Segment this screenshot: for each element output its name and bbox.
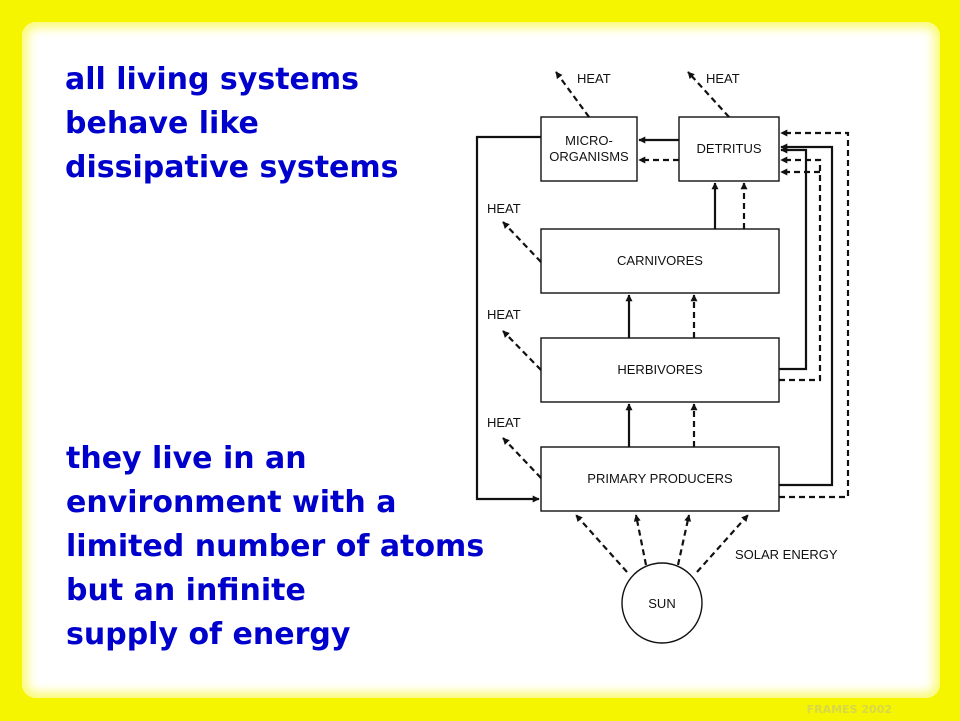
detritus-box: [678, 116, 780, 182]
heat-loss-detritus: [687, 71, 730, 118]
bottom-statement-line: environment with a: [66, 485, 397, 520]
flow-producers-to-detritus: [779, 143, 834, 487]
sun-label: SUN: [648, 596, 675, 611]
carnivores-label: CARNIVORES: [617, 253, 703, 268]
bottom-statement-line: but an infinite: [66, 573, 306, 608]
footer-credit: FRAMES 2002: [806, 703, 892, 716]
top-statement-line: behave like: [65, 106, 259, 141]
energy-herbivores-return: [779, 129, 850, 499]
top-statement-line: all living systems: [65, 62, 360, 97]
top-statement-line: dissipative systems: [65, 150, 399, 185]
bottom-statement-line: they live in an: [66, 441, 307, 476]
primary-producers-box: [540, 446, 780, 512]
heat-loss-carnivores: [502, 221, 542, 263]
heat-label: HEAT: [487, 415, 521, 430]
bottom-statement-line: supply of energy: [66, 617, 351, 652]
solar-ray: [696, 514, 749, 573]
sun-circle: [621, 562, 703, 644]
heat-label: HEAT: [487, 201, 521, 216]
solar-ray: [676, 514, 692, 566]
heat-label: HEAT: [577, 71, 611, 86]
top-statement: all living systems behave like dissipati…: [65, 58, 399, 190]
detritus-label: DETRITUS: [697, 141, 762, 156]
microorganisms-label: MICRO-: [565, 133, 613, 148]
solar-ray: [633, 514, 648, 566]
herbivores-box: [540, 337, 780, 403]
solar-ray: [575, 514, 628, 573]
heat-label: HEAT: [487, 307, 521, 322]
flow-microorganisms-to-producers: [475, 135, 541, 503]
heat-label: HEAT: [706, 71, 740, 86]
heat-loss-herbivores: [502, 330, 542, 371]
microorganisms-box: [540, 116, 638, 182]
heat-loss-producers: [502, 437, 542, 479]
flow-herbivores-to-detritus: [779, 146, 808, 371]
bottom-statement: they live in an environment with a limit…: [66, 437, 484, 657]
primary-producers-label: PRIMARY PRODUCERS: [587, 471, 733, 486]
solar-energy-label: SOLAR ENERGY: [735, 547, 838, 562]
herbivores-label: HERBIVORES: [617, 362, 703, 377]
bottom-statement-line: limited number of atoms: [66, 529, 485, 564]
microorganisms-label: ORGANISMS: [549, 149, 629, 164]
energy-carnivores-return: [779, 156, 822, 382]
